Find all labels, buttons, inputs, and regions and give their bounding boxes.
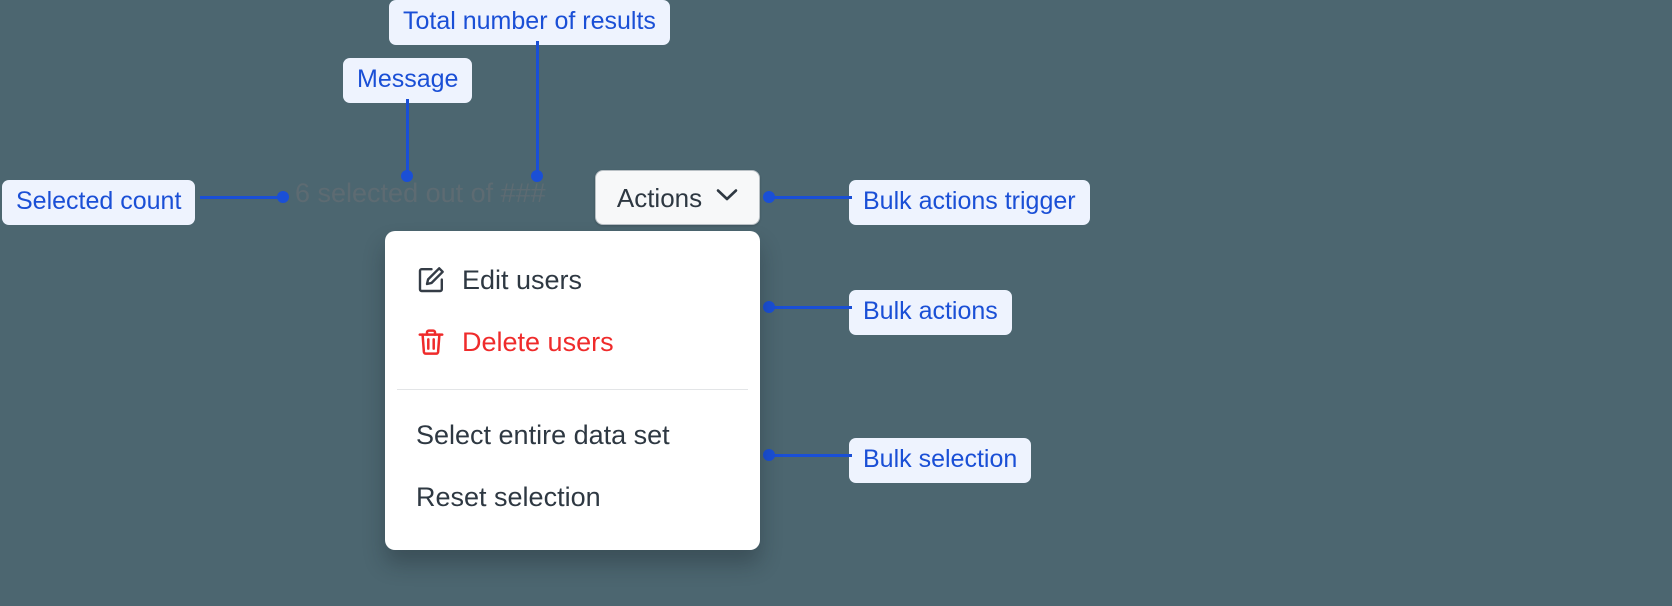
edit-pencil-icon (416, 265, 446, 295)
actions-button-label: Actions (616, 182, 703, 213)
annotation-label-bulk-actions: Bulk actions (849, 290, 1012, 335)
connector-dot-total-number-of-results (531, 170, 543, 182)
menu-divider (397, 389, 748, 390)
menu-item-edit-users[interactable]: Edit users (385, 249, 760, 311)
menu-item-label: Edit users (462, 264, 583, 295)
annotation-label-bulk-selection: Bulk selection (849, 438, 1032, 483)
menu-item-select-entire-data-set[interactable]: Select entire data set (385, 404, 760, 466)
menu-item-reset-selection[interactable]: Reset selection (385, 466, 760, 528)
connector-line-selected-count (200, 196, 284, 199)
connector-dot-message (401, 170, 413, 182)
annotation-label-total-number-of-results: Total number of results (389, 0, 670, 45)
selection-message: 6 selected out of ### (295, 178, 546, 208)
connector-line-bulk-selection (768, 454, 852, 457)
menu-item-label: Select entire data set (416, 419, 670, 450)
connector-dot-bulk-selection (763, 449, 775, 461)
bulk-actions-trigger-button[interactable]: Actions (595, 170, 760, 225)
connector-line-bulk-actions-trigger (768, 196, 852, 199)
bulk-actions-menu: Edit users Delete users Select entire da… (385, 231, 760, 550)
annotation-label-bulk-actions-trigger: Bulk actions trigger (849, 180, 1090, 225)
menu-item-delete-users[interactable]: Delete users (385, 311, 760, 373)
connector-dot-bulk-actions-trigger (763, 191, 775, 203)
annotation-label-message: Message (343, 58, 473, 103)
connector-dot-bulk-actions (763, 301, 775, 313)
annotation-label-selected-count: Selected count (2, 180, 196, 225)
chevron-down-icon (716, 188, 738, 207)
connector-line-bulk-actions (768, 306, 852, 309)
connector-line-total-number-of-results (536, 41, 539, 176)
connector-line-message (406, 99, 409, 176)
trash-icon (416, 327, 446, 357)
connector-dot-selected-count (277, 191, 289, 203)
menu-item-label: Delete users (462, 326, 614, 357)
menu-item-label: Reset selection (416, 481, 601, 512)
